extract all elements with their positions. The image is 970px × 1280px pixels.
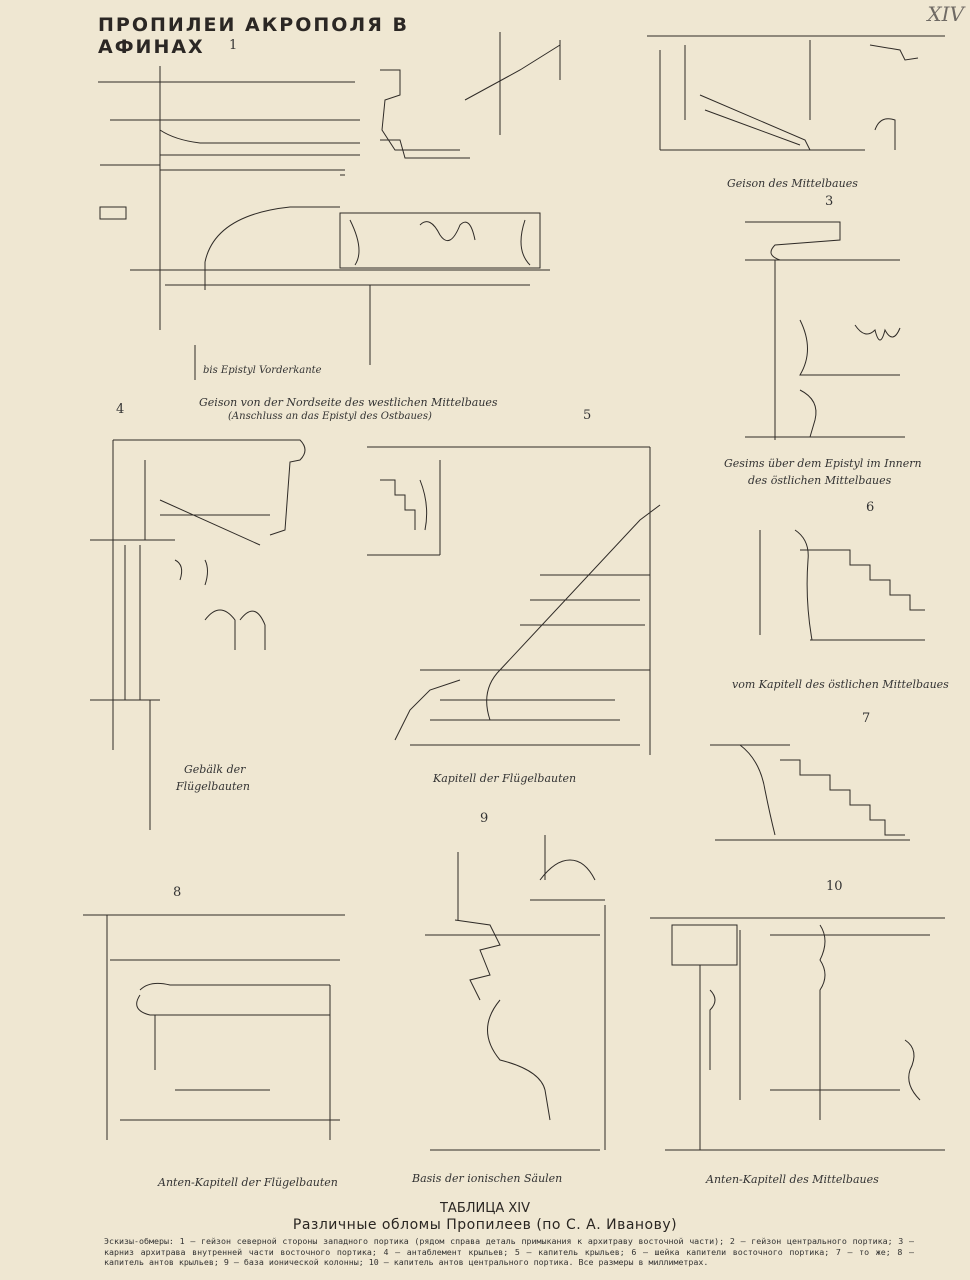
legend-text: Эскизы-обмеры: 1 — гейзон северной сторо…: [104, 1236, 914, 1267]
figure-9-caption: Basis der ionischen Säulen: [412, 1172, 563, 1185]
figure-1-note: bis Epistyl Vorderkante: [203, 365, 322, 376]
figure-4-caption-line1: Gebälk der: [184, 763, 246, 776]
figure-8-caption: Anten-Kapitell der Flügelbauten: [158, 1176, 338, 1189]
figure-10-caption: Anten-Kapitell des Mittelbaues: [706, 1173, 879, 1186]
figure-2-caption: Geison des Mittelbaues: [727, 177, 858, 190]
table-subtitle: Различные обломы Пропилеев (по С. А. Ива…: [292, 1217, 678, 1233]
figure-4-drawing: [90, 439, 306, 830]
figure-1-caption-line2: (Anschluss an das Epistyl des Ostbaues): [228, 411, 432, 422]
figure-1-number: 1: [229, 38, 238, 53]
figure-9-drawing: [425, 835, 606, 1151]
figure-1-caption-line1: Geison von der Nordseite des westlichen …: [199, 396, 498, 409]
figure-6-number: 6: [866, 500, 875, 515]
figure-2-drawing: [647, 35, 945, 151]
figure-10-number: 10: [826, 879, 843, 894]
figure-5-drawing: [367, 446, 661, 755]
figure-6-drawing: [759, 529, 925, 641]
figure-1-drawing: [98, 32, 561, 380]
figure-10-drawing: [650, 917, 945, 1151]
figure-4-number: 4: [116, 402, 125, 417]
figure-9-number: 9: [480, 811, 489, 826]
figure-7-drawing: [710, 744, 910, 841]
figure-7-number: 7: [862, 711, 871, 726]
table-title: ТАБЛИЦА XIV: [439, 1201, 530, 1216]
figure-3-drawing: [745, 221, 905, 440]
figure-6-caption: vom Kapitell des östlichen Mittelbaues: [732, 678, 949, 691]
figure-3-caption-line2: des östlichen Mittelbaues: [748, 474, 892, 487]
page-title: ПРОПИЛЕИ АКРОПОЛЯ В АФИНАХ: [98, 14, 409, 58]
figure-8-drawing: [83, 914, 345, 1140]
figure-5-caption: Kapitell der Flügelbauten: [433, 772, 577, 785]
figure-8-number: 8: [173, 885, 182, 900]
figure-3-caption-line1: Gesims über dem Epistyl im Innern: [724, 457, 922, 470]
figure-5-number: 5: [583, 408, 592, 423]
figure-3-number: 3: [825, 194, 834, 209]
corner-mark: XIV: [927, 2, 964, 26]
figure-4-caption-line2: Flügelbauten: [176, 780, 251, 793]
